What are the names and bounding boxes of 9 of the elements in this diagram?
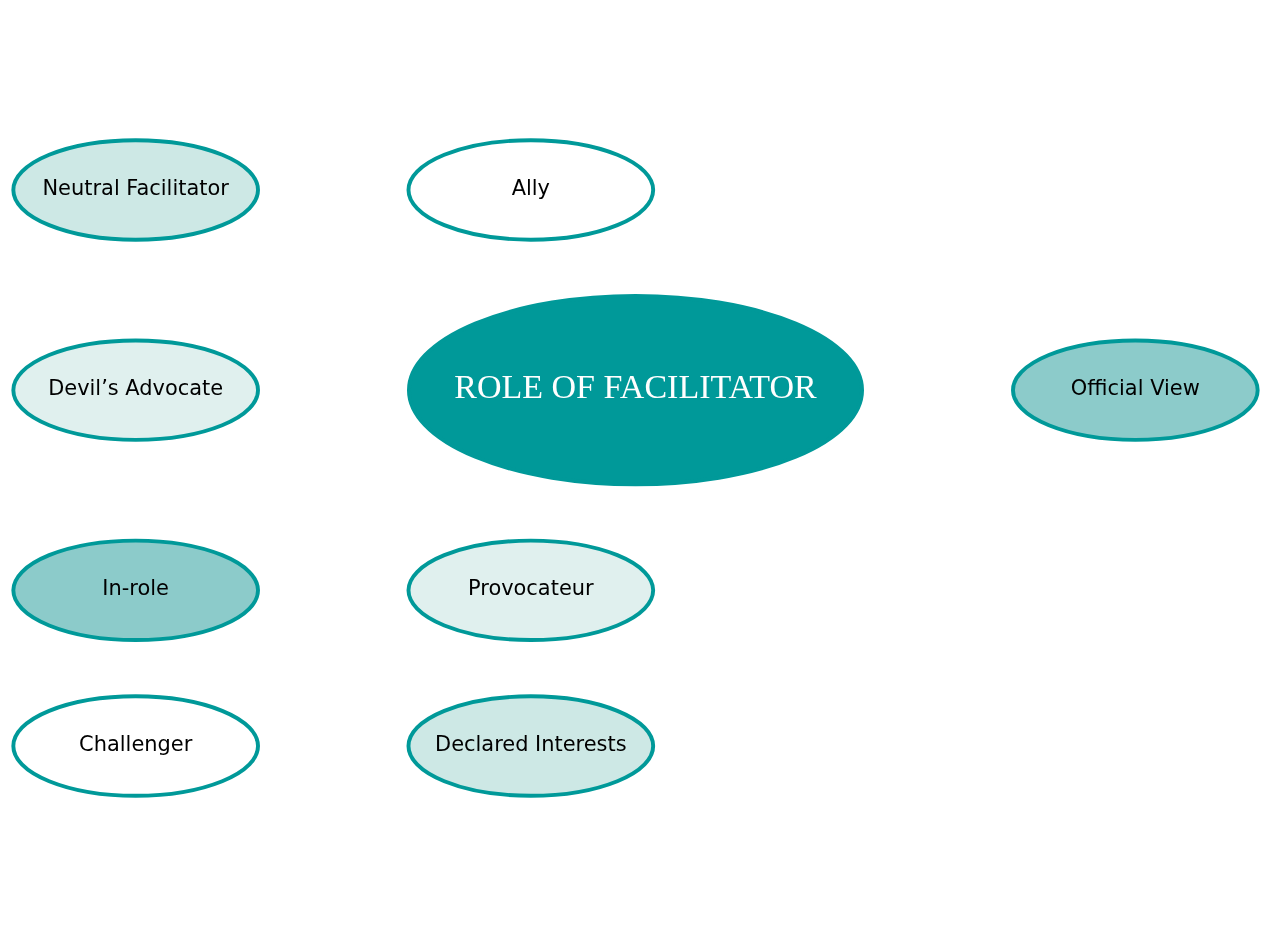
node-ellipse: Challenger — [11, 694, 260, 798]
node-ellipse: Ally — [406, 138, 656, 242]
node-ellipse: ROLE OF FACILITATOR — [407, 293, 864, 487]
node-ellipse: Declared Interests — [406, 694, 656, 798]
node-ellipse: Provocateur — [406, 538, 656, 643]
node-ellipse: In-role — [11, 538, 260, 643]
node-ellipse: Official View — [1011, 338, 1260, 442]
node-ellipse: Devil’s Advocate — [11, 338, 260, 442]
node-ellipse: Neutral Facilitator — [11, 138, 260, 242]
